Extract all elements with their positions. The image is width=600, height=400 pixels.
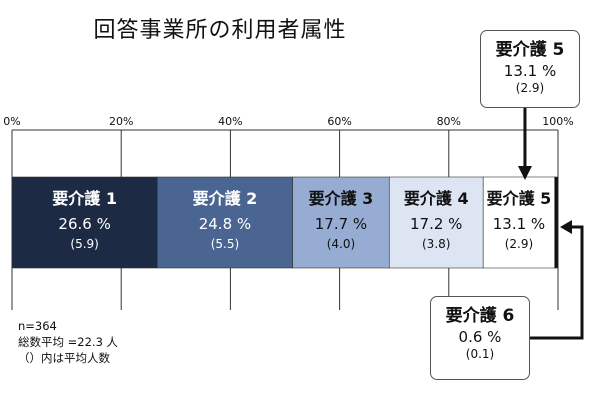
note-parentheses: （）内は平均人数 [18, 351, 110, 365]
tick-label-40: 40% [218, 115, 242, 128]
tick-label-80: 80% [437, 115, 461, 128]
bar-average-1: (5.9) [70, 237, 98, 251]
arrow-6-shaft [530, 225, 584, 340]
callout-6-percent: 0.6 % [458, 328, 502, 346]
bar-segment-1 [11, 176, 158, 269]
chart-title: 回答事業所の利用者属性 [93, 18, 347, 43]
bar-average-5: (2.9) [505, 237, 533, 251]
bar-average-3: (4.0) [327, 237, 355, 251]
bar-label-3: 要介護 3 [309, 189, 374, 208]
bar-average-2: (5.5) [211, 237, 239, 251]
tick-label-60: 60% [327, 115, 351, 128]
bar-segment-5 [482, 176, 556, 269]
arrow-6-head [560, 220, 572, 234]
bar-average-4: (3.8) [422, 237, 450, 251]
callout-6-average: (0.1) [465, 347, 495, 361]
bar-segment-3 [292, 176, 390, 269]
bar-percent-2: 24.8 % [199, 215, 251, 233]
bar-percent-4: 17.2 % [410, 215, 462, 233]
arrow-5-head [517, 166, 532, 180]
callout-5-label: 要介護 5 [495, 40, 565, 60]
bar-label-2: 要介護 2 [193, 189, 258, 208]
tick-label-0: 0% [3, 115, 20, 128]
tick-label-100: 100% [542, 115, 573, 128]
bar-segment-4 [388, 176, 484, 269]
note-total-average: 総数平均 =22.3 人 [18, 335, 119, 349]
callout-care-level-6: 要介護 6 0.6 % (0.1) [430, 296, 530, 380]
bar-percent-5: 13.1 % [493, 215, 545, 233]
bar-percent-3: 17.7 % [315, 215, 367, 233]
bar-label-1: 要介護 1 [52, 189, 117, 208]
tick-label-20: 20% [109, 115, 133, 128]
bar-label-5: 要介護 5 [487, 189, 552, 208]
callout-5-average: (2.9) [515, 81, 545, 95]
bar-percent-1: 26.6 % [58, 215, 110, 233]
bar-segment-6 [554, 176, 559, 269]
bar-label-4: 要介護 4 [404, 189, 469, 208]
callout-care-level-5: 要介護 5 13.1 % (2.9) [480, 30, 580, 108]
bar-segment-2 [156, 176, 293, 269]
callout-5-percent: 13.1 % [503, 62, 557, 80]
chart-notes: n=364 総数平均 =22.3 人 （）内は平均人数 [18, 318, 118, 366]
callout-6-label: 要介護 6 [445, 306, 515, 326]
note-sample-size: n=364 [18, 319, 57, 333]
